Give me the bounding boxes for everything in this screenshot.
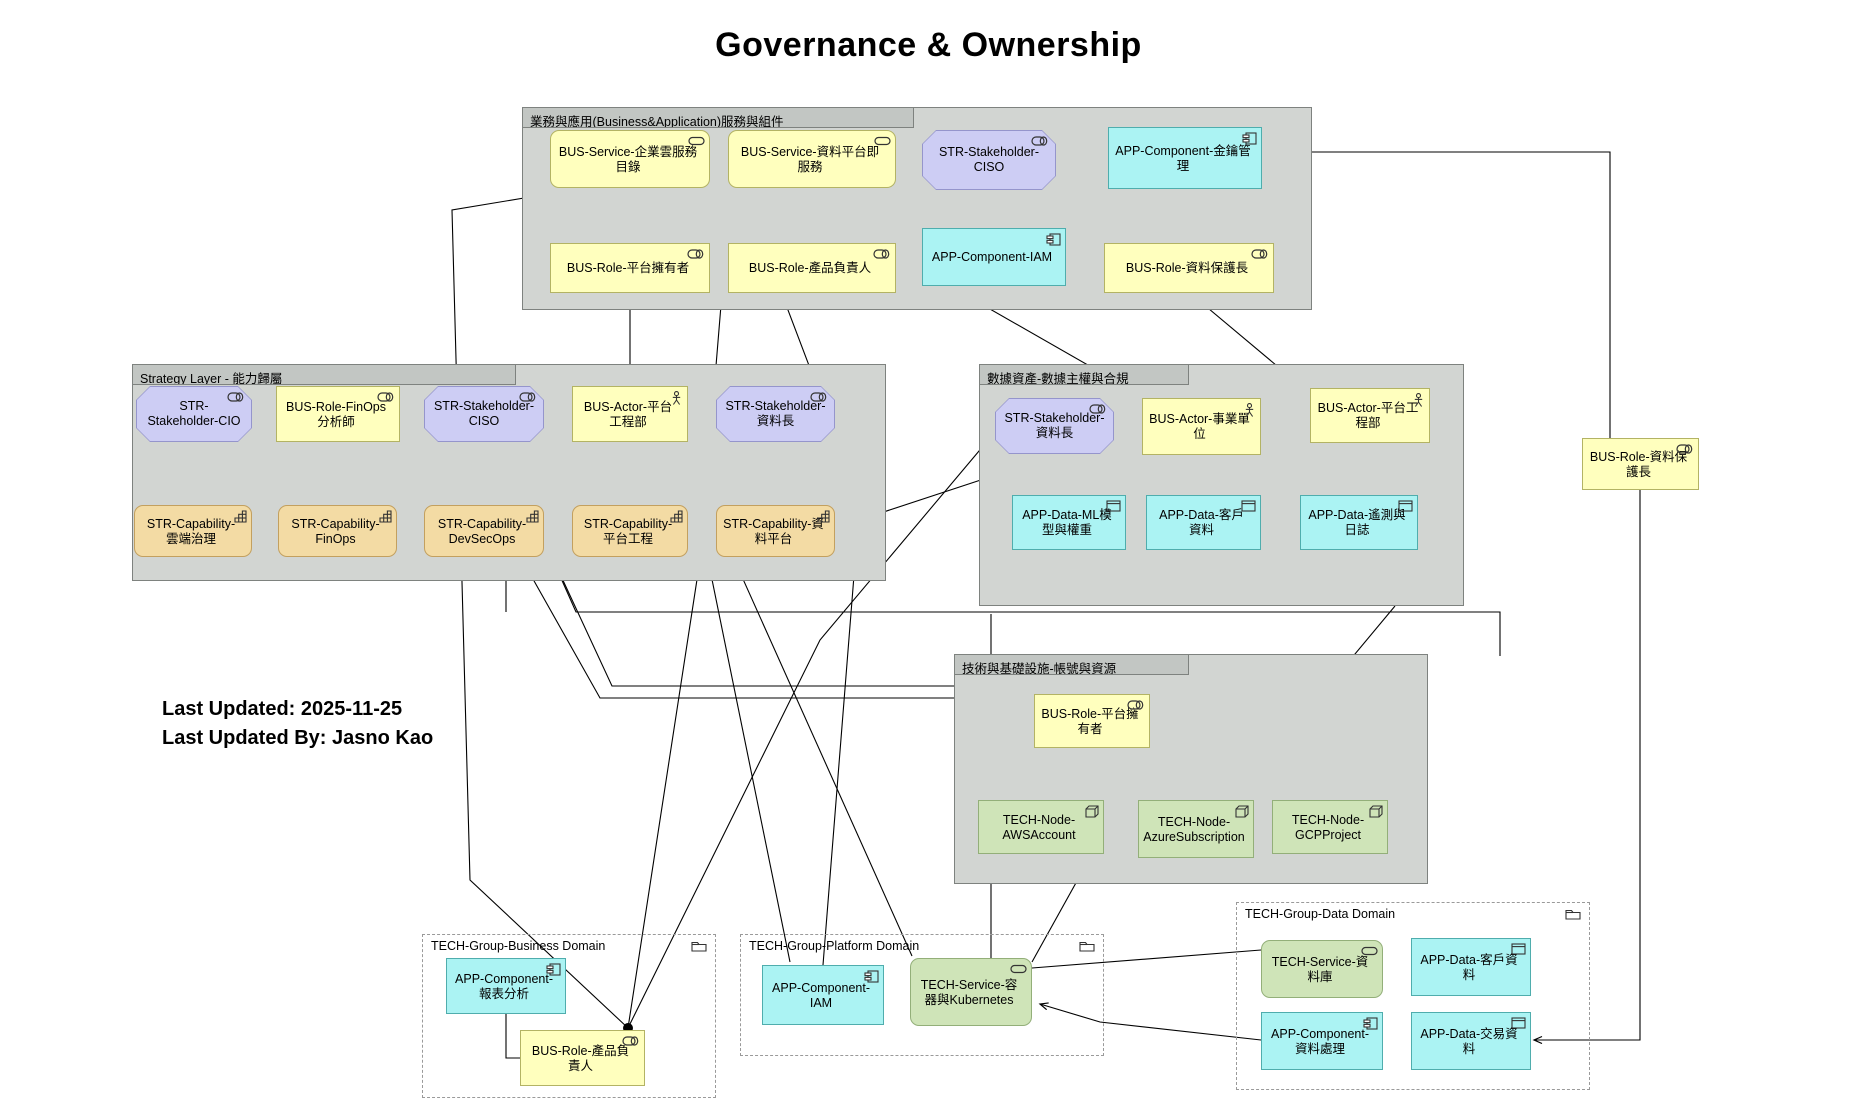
actor-icon — [1412, 393, 1425, 408]
service-icon — [688, 135, 705, 147]
node-app-data-telemetry[interactable]: APP-Data-遙測與日誌 — [1300, 495, 1418, 550]
role-icon — [687, 248, 705, 260]
component-icon — [1242, 132, 1257, 145]
node-str-stakeholder-ciso-strategy[interactable]: STR-Stakeholder-CISO — [424, 386, 544, 442]
node-str-stakeholder-cdo-strategy[interactable]: STR-Stakeholder-資料長 — [716, 386, 835, 442]
folder-icon — [1565, 908, 1581, 920]
node-str-stakeholder-cdo-data[interactable]: STR-Stakeholder-資料長 — [995, 398, 1114, 454]
node-bus-actor-business-unit[interactable]: BUS-Actor-事業單位 — [1142, 398, 1261, 455]
node-str-stakeholder-ciso-top[interactable]: STR-Stakeholder-CISO — [922, 130, 1056, 190]
group-strategy-layer-header[interactable]: Strategy Layer - 能力歸屬 — [132, 364, 516, 385]
node-icon — [1369, 805, 1383, 818]
capability-icon — [670, 510, 683, 523]
role-icon — [1676, 443, 1694, 455]
role-icon — [1127, 699, 1145, 711]
node-bus-role-dpo-top[interactable]: BUS-Role-資料保護長 — [1104, 243, 1274, 293]
node-bus-role-platform-owner-top[interactable]: BUS-Role-平台擁有者 — [550, 243, 710, 293]
data-object-icon — [1106, 500, 1121, 512]
capability-icon — [234, 510, 247, 523]
last-updated-by-text: Last Updated By: Jasno Kao — [162, 727, 434, 749]
node-bus-actor-platform-eng-data[interactable]: BUS-Actor-平台工程部 — [1310, 388, 1430, 443]
node-app-component-iam-top[interactable]: APP-Component-IAM — [922, 228, 1066, 286]
node-app-data-transaction[interactable]: APP-Data-交易資料 — [1411, 1012, 1531, 1070]
node-app-data-customer[interactable]: APP-Data-客戶資料 — [1146, 495, 1261, 550]
node-bus-role-dpo-side[interactable]: BUS-Role-資料保護長 — [1582, 438, 1699, 490]
service-icon — [1361, 945, 1378, 957]
node-tech-node-azure-subscription[interactable]: TECH-Node-AzureSubscription — [1138, 800, 1254, 858]
stakeholder-icon — [227, 391, 245, 403]
node-bus-actor-platform-eng-strategy[interactable]: BUS-Actor-平台工程部 — [572, 386, 688, 442]
node-bus-role-product-owner-top[interactable]: BUS-Role-產品負責人 — [728, 243, 896, 293]
node-app-data-ml-models[interactable]: APP-Data-ML模型與權重 — [1012, 495, 1126, 550]
component-icon — [864, 970, 879, 983]
node-bus-role-finops-analyst[interactable]: BUS-Role-FinOps分析師 — [276, 386, 400, 442]
role-icon — [622, 1035, 640, 1047]
capability-icon — [379, 510, 392, 523]
role-icon — [1251, 248, 1269, 260]
service-icon — [1010, 963, 1027, 975]
node-bus-role-platform-owner-tech[interactable]: BUS-Role-平台擁有者 — [1034, 694, 1150, 748]
folder-icon — [691, 940, 707, 952]
node-app-data-customer-domain[interactable]: APP-Data-客戶資料 — [1411, 938, 1531, 996]
node-icon — [1085, 805, 1099, 818]
component-icon — [1363, 1017, 1378, 1030]
group-data-assets-header[interactable]: 數據資產-數據主權與合規 — [979, 364, 1189, 385]
node-app-component-reporting[interactable]: APP-Component-報表分析 — [446, 958, 566, 1014]
node-str-capability-platform-eng[interactable]: STR-Capability-平台工程 — [572, 505, 688, 557]
component-icon — [1046, 233, 1061, 246]
node-tech-node-aws-account[interactable]: TECH-Node-AWSAccount — [978, 800, 1104, 854]
node-str-capability-devsecops[interactable]: STR-Capability-DevSecOps — [424, 505, 544, 557]
node-str-capability-data-platform[interactable]: STR-Capability-資料平台 — [716, 505, 835, 557]
group-tech-platform-domain-label: TECH-Group-Platform Domain — [749, 939, 920, 953]
capability-icon — [817, 510, 830, 523]
data-object-icon — [1511, 943, 1526, 955]
data-object-icon — [1511, 1017, 1526, 1029]
stakeholder-icon — [519, 391, 537, 403]
node-tech-service-k8s[interactable]: TECH-Service-容器與Kubernetes — [910, 958, 1032, 1026]
node-str-capability-cloud-gov[interactable]: STR-Capability-雲端治理 — [134, 505, 252, 557]
node-tech-service-database[interactable]: TECH-Service-資料庫 — [1261, 940, 1383, 998]
role-icon — [377, 391, 395, 403]
node-bus-role-product-owner-bottom[interactable]: BUS-Role-產品負責人 — [520, 1030, 645, 1086]
node-icon — [1235, 805, 1249, 818]
page-title: Governance & Ownership — [715, 26, 1142, 64]
actor-icon — [670, 391, 683, 406]
component-icon — [546, 963, 561, 976]
group-tech-infra-header[interactable]: 技術與基礎設施-帳號與資源 — [954, 654, 1189, 675]
role-icon — [873, 248, 891, 260]
folder-icon — [1079, 940, 1095, 952]
service-icon — [874, 135, 891, 147]
group-tech-business-domain-label: TECH-Group-Business Domain — [431, 939, 606, 953]
group-business-application-header[interactable]: 業務與應用(Business&Application)服務與組件 — [522, 107, 914, 128]
node-app-component-data-processing[interactable]: APP-Component-資料處理 — [1261, 1012, 1383, 1070]
group-tech-data-domain-label: TECH-Group-Data Domain — [1245, 907, 1396, 921]
stakeholder-icon — [1089, 403, 1107, 415]
node-bus-service-dpaas[interactable]: BUS-Service-資料平台即服務 — [728, 130, 896, 188]
node-app-component-iam-bottom[interactable]: APP-Component-IAM — [762, 965, 884, 1025]
data-object-icon — [1398, 500, 1413, 512]
capability-icon — [526, 510, 539, 523]
stakeholder-icon — [1031, 135, 1049, 147]
stakeholder-icon — [810, 391, 828, 403]
node-app-component-key-mgmt[interactable]: APP-Component-金鑰管理 — [1108, 127, 1262, 189]
actor-icon — [1243, 403, 1256, 418]
node-str-capability-finops[interactable]: STR-Capability-FinOps — [278, 505, 397, 557]
data-object-icon — [1241, 500, 1256, 512]
last-updated-text: Last Updated: 2025-11-25 — [162, 698, 403, 720]
node-str-stakeholder-cio[interactable]: STR-Stakeholder-CIO — [136, 386, 252, 442]
node-tech-node-gcp-project[interactable]: TECH-Node-GCPProject — [1272, 800, 1388, 854]
node-bus-service-cloud-catalog[interactable]: BUS-Service-企業雲服務目錄 — [550, 130, 710, 188]
